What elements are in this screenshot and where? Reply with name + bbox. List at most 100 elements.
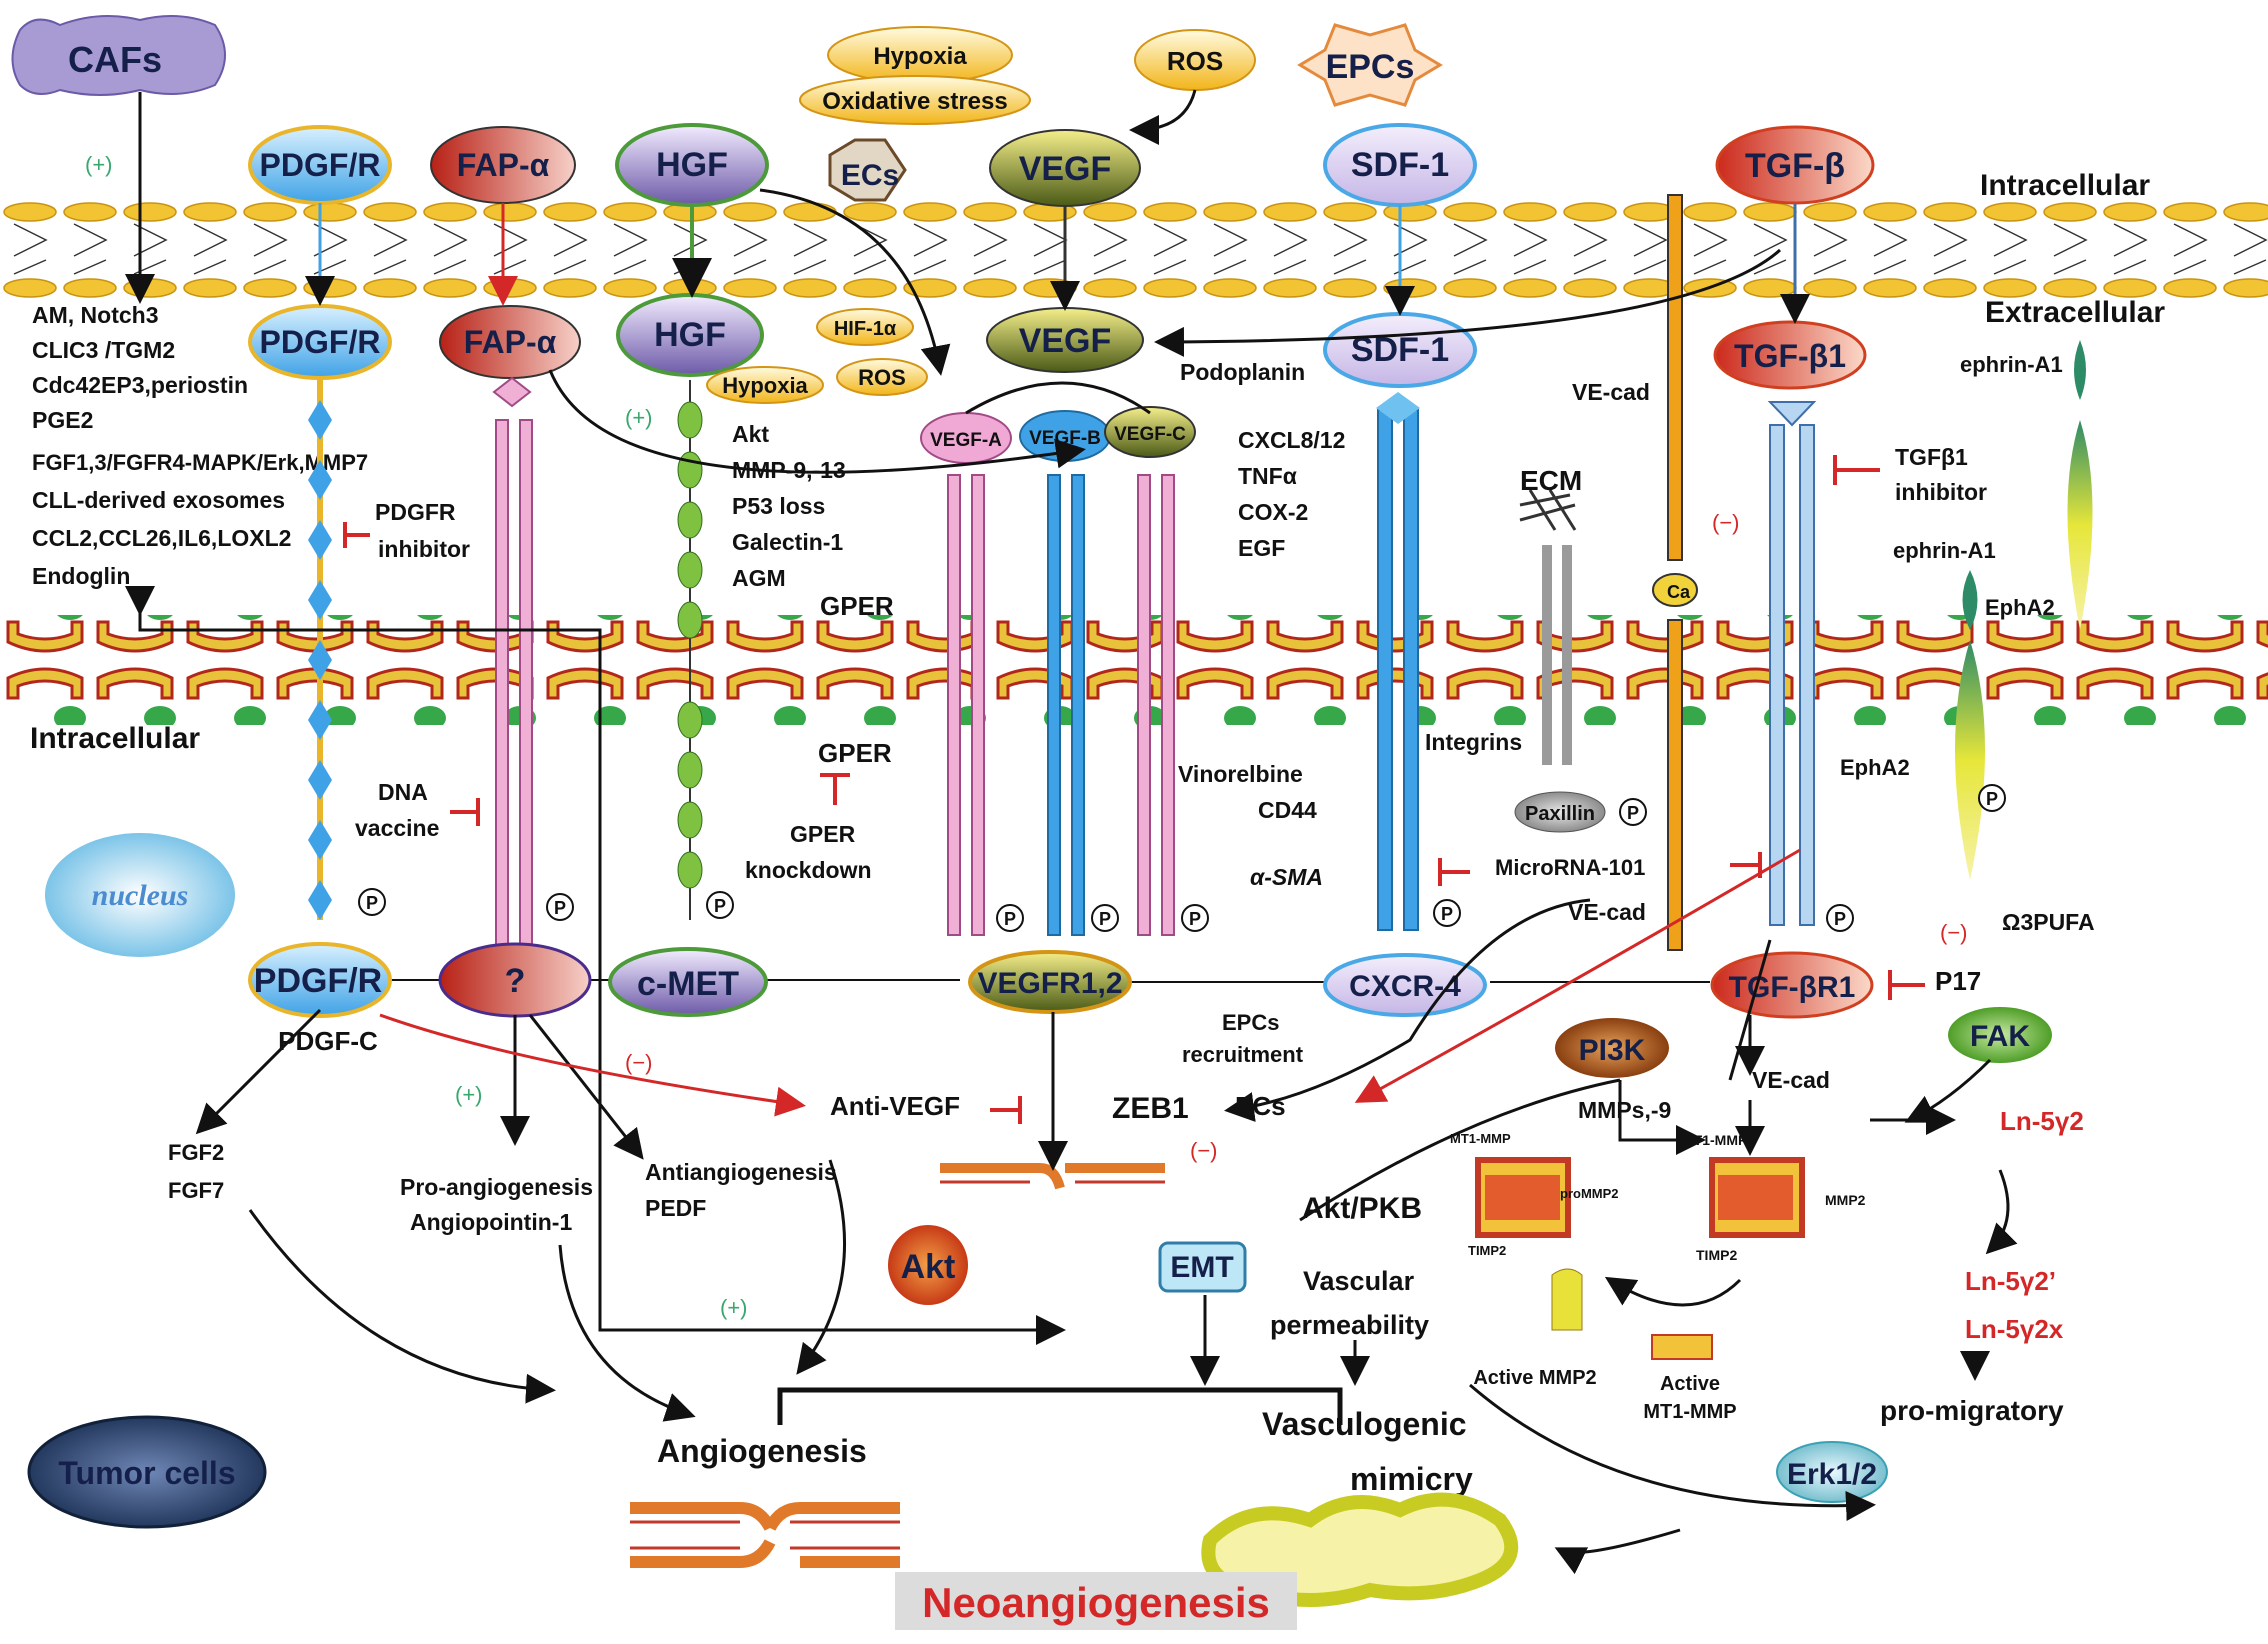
vegf-c: VEGF-C bbox=[1104, 406, 1196, 458]
label-epha2-1: EphA2 bbox=[1985, 595, 2055, 620]
svg-text:CLL-derived exosomes: CLL-derived exosomes bbox=[32, 487, 285, 513]
svg-text:TIMP2: TIMP2 bbox=[1468, 1243, 1506, 1258]
arrow-lines bbox=[125, 89, 2018, 1575]
label-ve-cad-3: VE-cad bbox=[1752, 1067, 1830, 1093]
cxcr4-node: CXCR-4 bbox=[1323, 953, 1487, 1017]
svg-text:PDGF/R: PDGF/R bbox=[260, 147, 381, 183]
label-p17: P17 bbox=[1935, 966, 1981, 996]
sign-plus-4: (+) bbox=[720, 1295, 748, 1320]
hgf-mid: HGF bbox=[616, 293, 764, 377]
svg-text:proMMP2: proMMP2 bbox=[1560, 1186, 1619, 1201]
svg-text:FAP-α: FAP-α bbox=[464, 324, 557, 360]
label-cd44: CD44 bbox=[1258, 797, 1317, 823]
label-gper-2: GPER bbox=[818, 738, 892, 768]
phospho-markers: P P P P P P P P P P bbox=[358, 784, 2006, 932]
label-promigratory: pro-migratory bbox=[1880, 1395, 2064, 1426]
unknown-receptor: ? bbox=[438, 942, 592, 1018]
svg-text:HGF: HGF bbox=[654, 316, 726, 354]
svg-text:CLIC3 /TGM2: CLIC3 /TGM2 bbox=[32, 337, 175, 363]
ve-cad-column: Ca bbox=[1652, 194, 1698, 951]
label-anti-angio-2: PEDF bbox=[645, 1195, 706, 1221]
vegfr-node: VEGFR1,2 bbox=[968, 950, 1132, 1014]
vegf-mid: VEGF bbox=[986, 307, 1144, 373]
vessel-glyph-mid bbox=[940, 1163, 1165, 1190]
label-epcs-recruit-2: recruitment bbox=[1182, 1042, 1304, 1067]
svg-text:Neoangiogenesis: Neoangiogenesis bbox=[922, 1579, 1270, 1626]
svg-text:Active: Active bbox=[1660, 1373, 1720, 1395]
intracellular-label-top: Intracellular bbox=[1980, 169, 2150, 202]
svg-text:EGF: EGF bbox=[1238, 535, 1285, 561]
svg-text:COX-2: COX-2 bbox=[1238, 499, 1308, 525]
svg-text:VEGF-B: VEGF-B bbox=[1029, 428, 1101, 449]
fap-receptor bbox=[492, 376, 533, 961]
label-gper-kd-2: knockdown bbox=[745, 857, 872, 883]
cell-membrane-top bbox=[0, 200, 2268, 300]
tumor-cells: Tumor cells bbox=[27, 1415, 267, 1529]
svg-text:Akt: Akt bbox=[732, 421, 769, 447]
svg-text:FGF1,3/FGFR4-MAPK/Erk,MMP7: FGF1,3/FGFR4-MAPK/Erk,MMP7 bbox=[32, 450, 368, 475]
label-dna-vaccine-1: DNA bbox=[378, 779, 428, 805]
sign-minus-2: (−) bbox=[1190, 1138, 1218, 1163]
svg-text:AGM: AGM bbox=[732, 565, 786, 591]
tgfb1-mid: TGF-β1 bbox=[1713, 320, 1867, 390]
label-fgf-2: FGF7 bbox=[168, 1178, 224, 1203]
label-pdgfc: PDGF-C bbox=[278, 1026, 378, 1056]
label-pro-angio-2: Angiopointin-1 bbox=[410, 1209, 572, 1235]
ecm-structure bbox=[1519, 489, 1577, 765]
label-zeb1: ZEB1 bbox=[1112, 1092, 1189, 1125]
label-gper-kd-1: GPER bbox=[790, 821, 856, 847]
svg-text:FAK: FAK bbox=[1970, 1020, 2030, 1053]
svg-text:Oxidative stress: Oxidative stress bbox=[822, 88, 1007, 115]
ros-small: ROS bbox=[836, 358, 928, 396]
label-dna-vaccine-2: vaccine bbox=[355, 815, 439, 841]
svg-text:AM, Notch3: AM, Notch3 bbox=[32, 302, 159, 328]
active-mmp2: Active MMP2 bbox=[1473, 1268, 1597, 1389]
svg-text:Akt: Akt bbox=[901, 1248, 956, 1286]
sign-plus-2: (+) bbox=[625, 405, 653, 430]
sign-minus-4: (−) bbox=[1940, 920, 1968, 945]
paxillin: Paxillin bbox=[1514, 791, 1606, 833]
svg-text:PDGF/R: PDGF/R bbox=[260, 324, 381, 360]
svg-text:VEGF: VEGF bbox=[1019, 322, 1112, 360]
svg-text:VEGF: VEGF bbox=[1019, 150, 1112, 188]
cell-membrane-bottom bbox=[0, 615, 2268, 725]
svg-text:CCL2,CCL26,IL6,LOXL2: CCL2,CCL26,IL6,LOXL2 bbox=[32, 525, 291, 551]
svg-text:P: P bbox=[1189, 909, 1201, 929]
active-mt1-mmp: Active MT1-MMP bbox=[1643, 1334, 1737, 1423]
label-ve-cad-1: VE-cad bbox=[1572, 379, 1650, 405]
svg-text:Cdc42EP3,periostin: Cdc42EP3,periostin bbox=[32, 372, 248, 398]
emt-node: EMT bbox=[1158, 1241, 1247, 1293]
sdf1-mid: SDF-1 bbox=[1323, 312, 1477, 388]
svg-text:P: P bbox=[1441, 904, 1453, 924]
intracellular-label-left: Intracellular bbox=[30, 722, 200, 755]
ecs-cell: ECs bbox=[828, 138, 907, 202]
stress-hypoxia: Hypoxia bbox=[827, 26, 1013, 84]
label-vasc-perm-2: permeability bbox=[1270, 1310, 1429, 1340]
svg-text:P: P bbox=[1986, 789, 1998, 809]
svg-text:P: P bbox=[1627, 803, 1639, 823]
label-fgf-1: FGF2 bbox=[168, 1140, 224, 1165]
fap-top: FAP-α bbox=[430, 126, 576, 204]
svg-text:Tumor cells: Tumor cells bbox=[58, 1455, 235, 1491]
svg-text:PGE2: PGE2 bbox=[32, 407, 93, 433]
cafs-cell: CAFs bbox=[11, 15, 226, 96]
caf-factor-list: AM, Notch3 CLIC3 /TGM2 Cdc42EP3,periosti… bbox=[32, 302, 368, 589]
svg-text:EMT: EMT bbox=[1170, 1251, 1233, 1284]
vegf-a: VEGF-A bbox=[920, 412, 1012, 464]
svg-text:CXCL8/12: CXCL8/12 bbox=[1238, 427, 1345, 453]
neoangiogenesis-title: Neoangiogenesis bbox=[895, 1572, 1297, 1630]
svg-text:PDGF/R: PDGF/R bbox=[254, 962, 382, 1000]
pdgfr-receptor-chain bbox=[308, 380, 332, 920]
tgfb-top: TGF-β bbox=[1715, 125, 1875, 205]
label-epcs-recruit-1: EPCs bbox=[1222, 1010, 1279, 1035]
svg-text:EPCs: EPCs bbox=[1326, 48, 1415, 86]
svg-text:TGF-β: TGF-β bbox=[1745, 147, 1845, 185]
vegfr-a-receptor bbox=[947, 474, 985, 936]
svg-text:P: P bbox=[714, 896, 726, 916]
tgfbr1-node: TGF-βR1 bbox=[1710, 951, 1874, 1019]
label-vasc-perm-1: Vascular bbox=[1303, 1266, 1415, 1296]
label-akt-pkb: Akt/PKB bbox=[1302, 1192, 1422, 1225]
label-podoplanin: Podoplanin bbox=[1180, 359, 1305, 385]
svg-text:Hypoxia: Hypoxia bbox=[873, 43, 967, 70]
